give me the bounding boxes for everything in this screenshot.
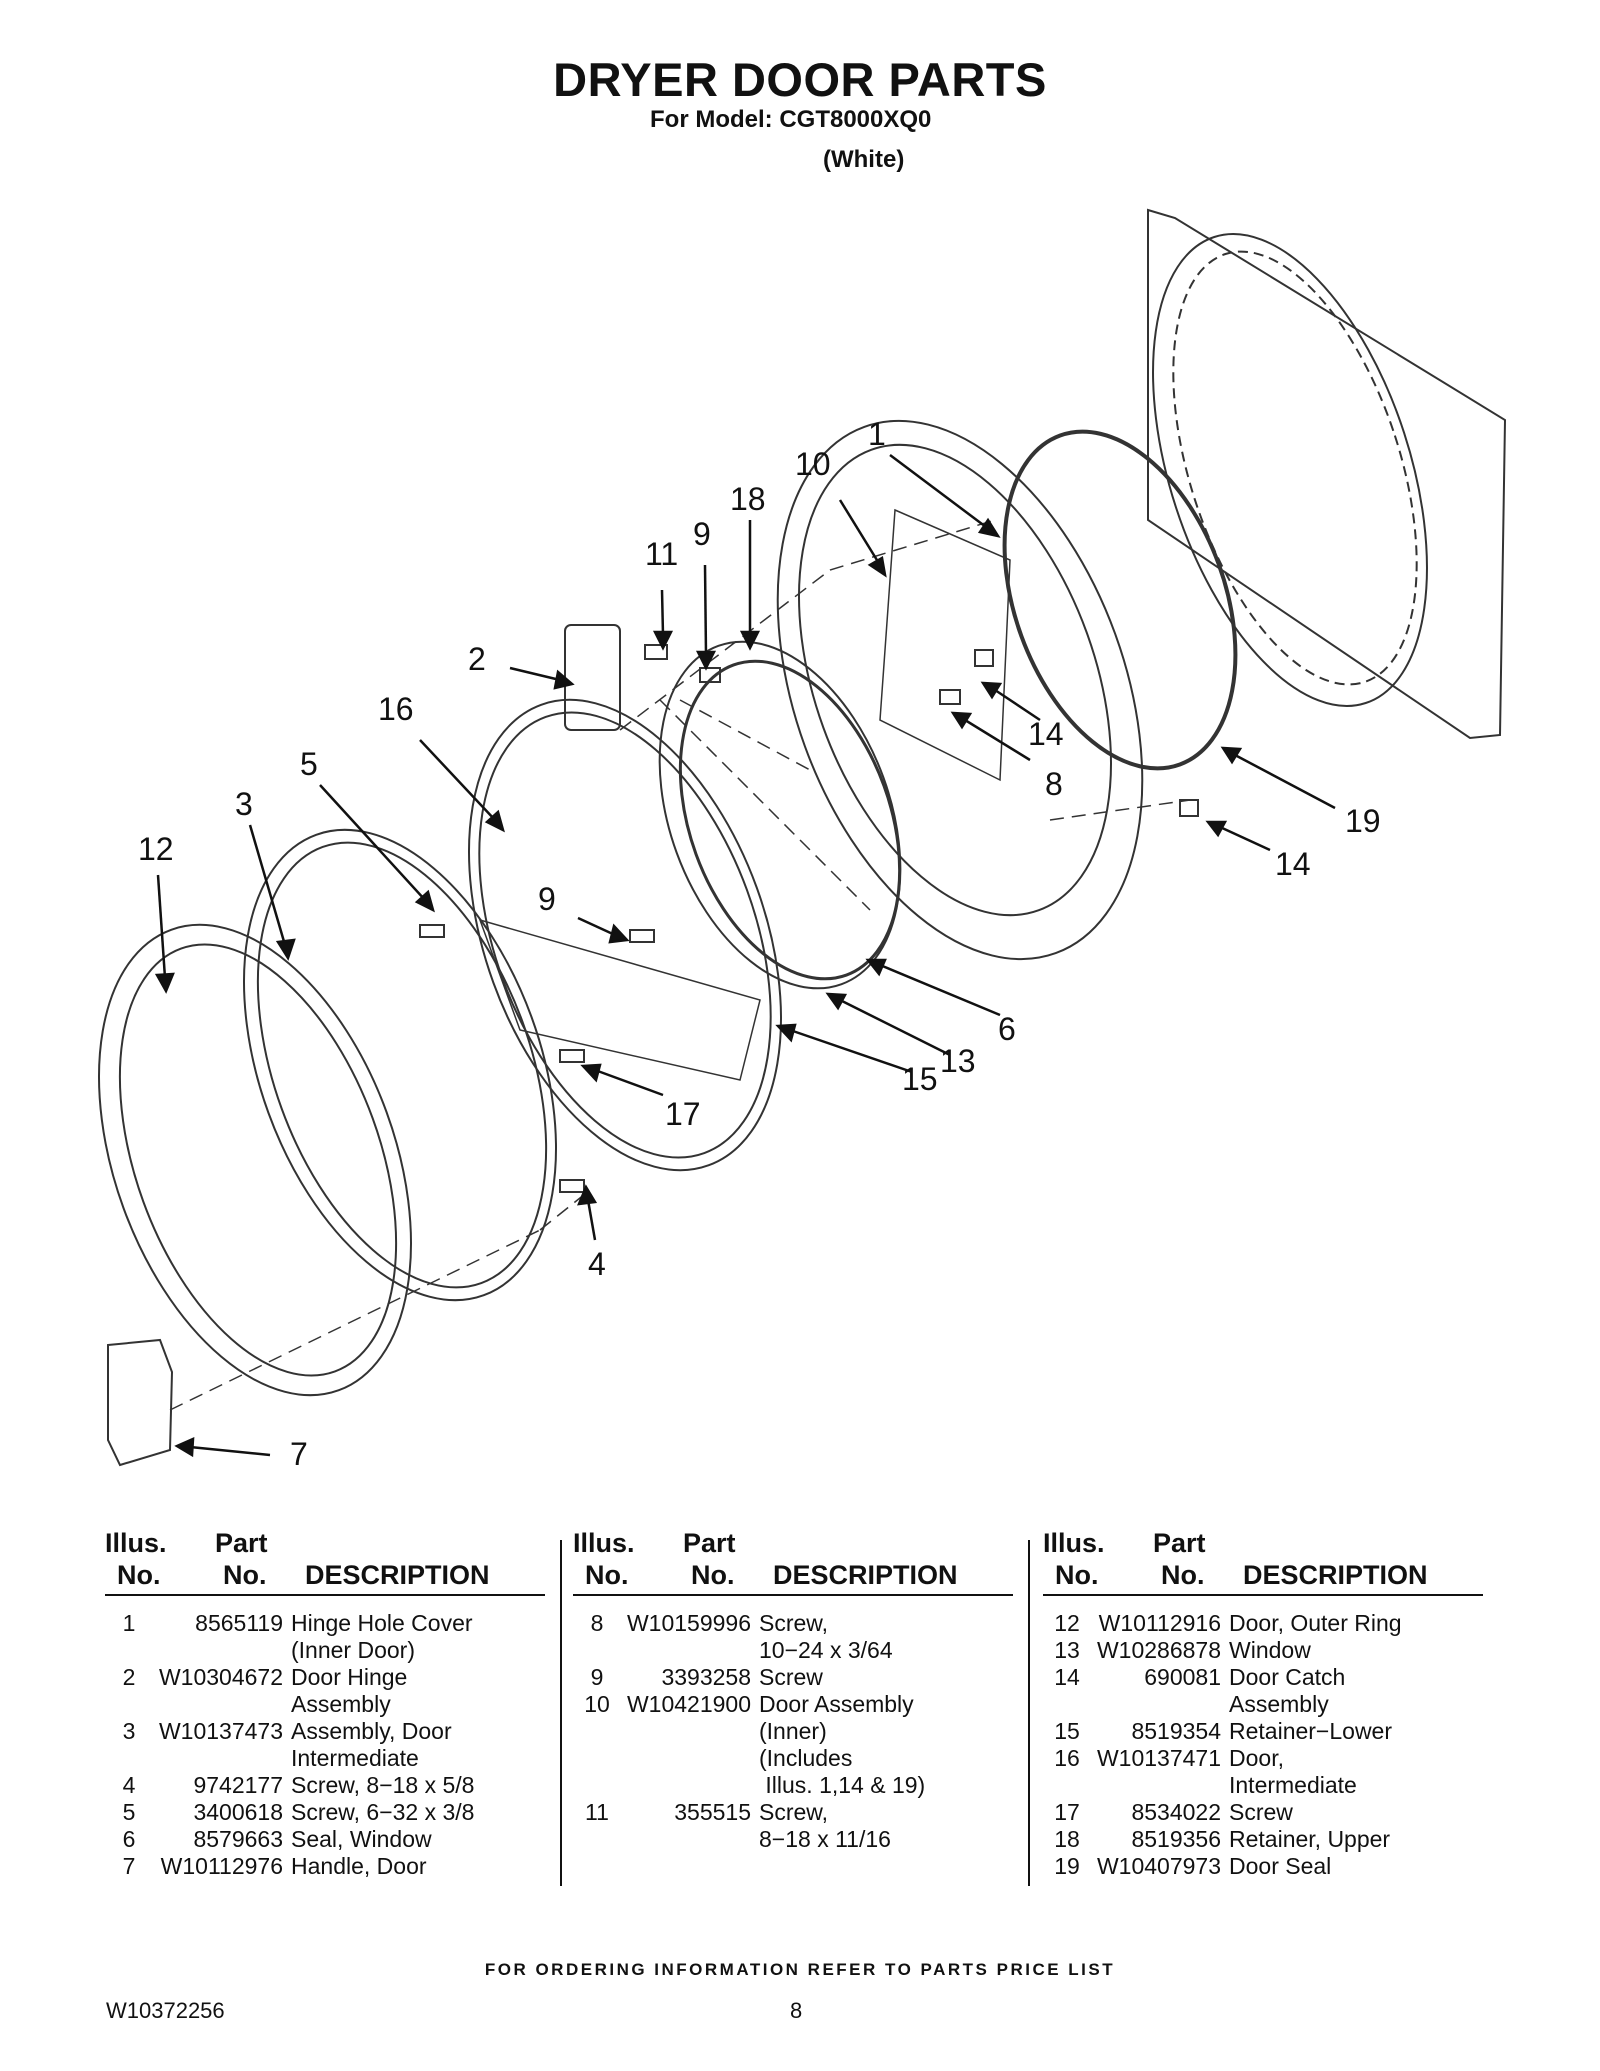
door-handle <box>107 1338 174 1467</box>
header-illus: Illus. <box>1043 1528 1105 1558</box>
header-illus-no: No. <box>585 1560 629 1590</box>
table-row: Intermediate <box>291 1745 419 1771</box>
color-label: (White) <box>823 146 905 173</box>
callout-11: 11 <box>645 536 678 572</box>
callout-7: 7 <box>290 1436 308 1472</box>
header-part-no: No. <box>223 1560 267 1590</box>
table-row: Illus. 1,14 & 19) <box>759 1772 926 1798</box>
door-outer-ring <box>98 923 412 1397</box>
table-row: 10−24 x 3/64 <box>759 1637 893 1663</box>
door-intermediate-assembly <box>243 828 557 1302</box>
header-part-no: No. <box>1161 1560 1205 1590</box>
callout-9b: 9 <box>538 881 556 917</box>
inner-door-assembly <box>776 419 1144 961</box>
window-seal <box>678 659 902 981</box>
cabinet-door-opening <box>1152 233 1428 707</box>
exploded-parts-diagram: 1 10 18 9 11 2 16 5 3 12 14 8 19 14 9 6 … <box>98 208 1507 1472</box>
header-part: Part <box>1153 1528 1206 1558</box>
table-row: Intermediate <box>1229 1772 1357 1798</box>
callout-16: 16 <box>378 691 414 727</box>
table-row: (Inner Door) <box>291 1637 415 1663</box>
callout-14: 14 <box>1028 716 1064 752</box>
callout-17: 17 <box>665 1096 701 1132</box>
callout-9: 9 <box>693 516 711 552</box>
column-divider <box>560 1540 562 1886</box>
callout-1: 1 <box>868 416 886 452</box>
table-row: Assembly <box>291 1691 391 1717</box>
callout-12: 12 <box>138 831 174 867</box>
callout-19: 19 <box>1345 803 1381 839</box>
document-number: W10372256 <box>106 1998 225 2023</box>
header-part: Part <box>683 1528 736 1558</box>
table-row: (Inner) <box>759 1718 827 1744</box>
callout-5: 5 <box>300 746 318 782</box>
callout-6: 6 <box>998 1011 1016 1047</box>
table-header: Illus. No. Part No. DESCRIPTION <box>105 1528 545 1596</box>
table-row: (Includes <box>759 1745 853 1771</box>
callout-8: 8 <box>1045 766 1063 802</box>
callout-4: 4 <box>588 1246 606 1282</box>
cabinet-front-panel <box>1147 208 1507 740</box>
page-title: DRYER DOOR PARTS <box>553 53 1047 106</box>
callout-3: 3 <box>235 786 253 822</box>
table-header: Illus. No. Part No. DESCRIPTION <box>1043 1528 1483 1596</box>
screw-parts <box>419 644 1199 1193</box>
header-illus: Illus. <box>573 1528 635 1558</box>
intermediate-door <box>468 698 782 1172</box>
table-row: 8−18 x 11/16 <box>759 1826 891 1852</box>
callout-14b: 14 <box>1275 846 1311 882</box>
door-seal-ring <box>1002 429 1238 771</box>
callout-15: 15 <box>902 1061 938 1097</box>
model-label: For Model: CGT8000XQ0 <box>650 106 932 133</box>
table-row: Assembly <box>1229 1691 1329 1717</box>
table-header: Illus. No. Part No. DESCRIPTION <box>573 1528 1013 1596</box>
header-illus-no: No. <box>117 1560 161 1590</box>
callout-18: 18 <box>730 481 766 517</box>
ordering-note: FOR ORDERING INFORMATION REFER TO PARTS … <box>484 1960 1116 1979</box>
callout-2: 2 <box>468 641 486 677</box>
header-illus: Illus. <box>105 1528 167 1558</box>
header-description: DESCRIPTION <box>305 1560 490 1590</box>
page-number: 8 <box>790 1998 803 2023</box>
header-part-no: No. <box>691 1560 735 1590</box>
header-illus-no: No. <box>1055 1560 1099 1590</box>
header-description: DESCRIPTION <box>1243 1560 1428 1590</box>
callout-13: 13 <box>940 1043 976 1079</box>
column-divider <box>1028 1540 1030 1886</box>
callout-10: 10 <box>795 446 831 482</box>
window-glass <box>658 640 902 990</box>
header-description: DESCRIPTION <box>773 1560 958 1590</box>
header-part: Part <box>215 1528 268 1558</box>
